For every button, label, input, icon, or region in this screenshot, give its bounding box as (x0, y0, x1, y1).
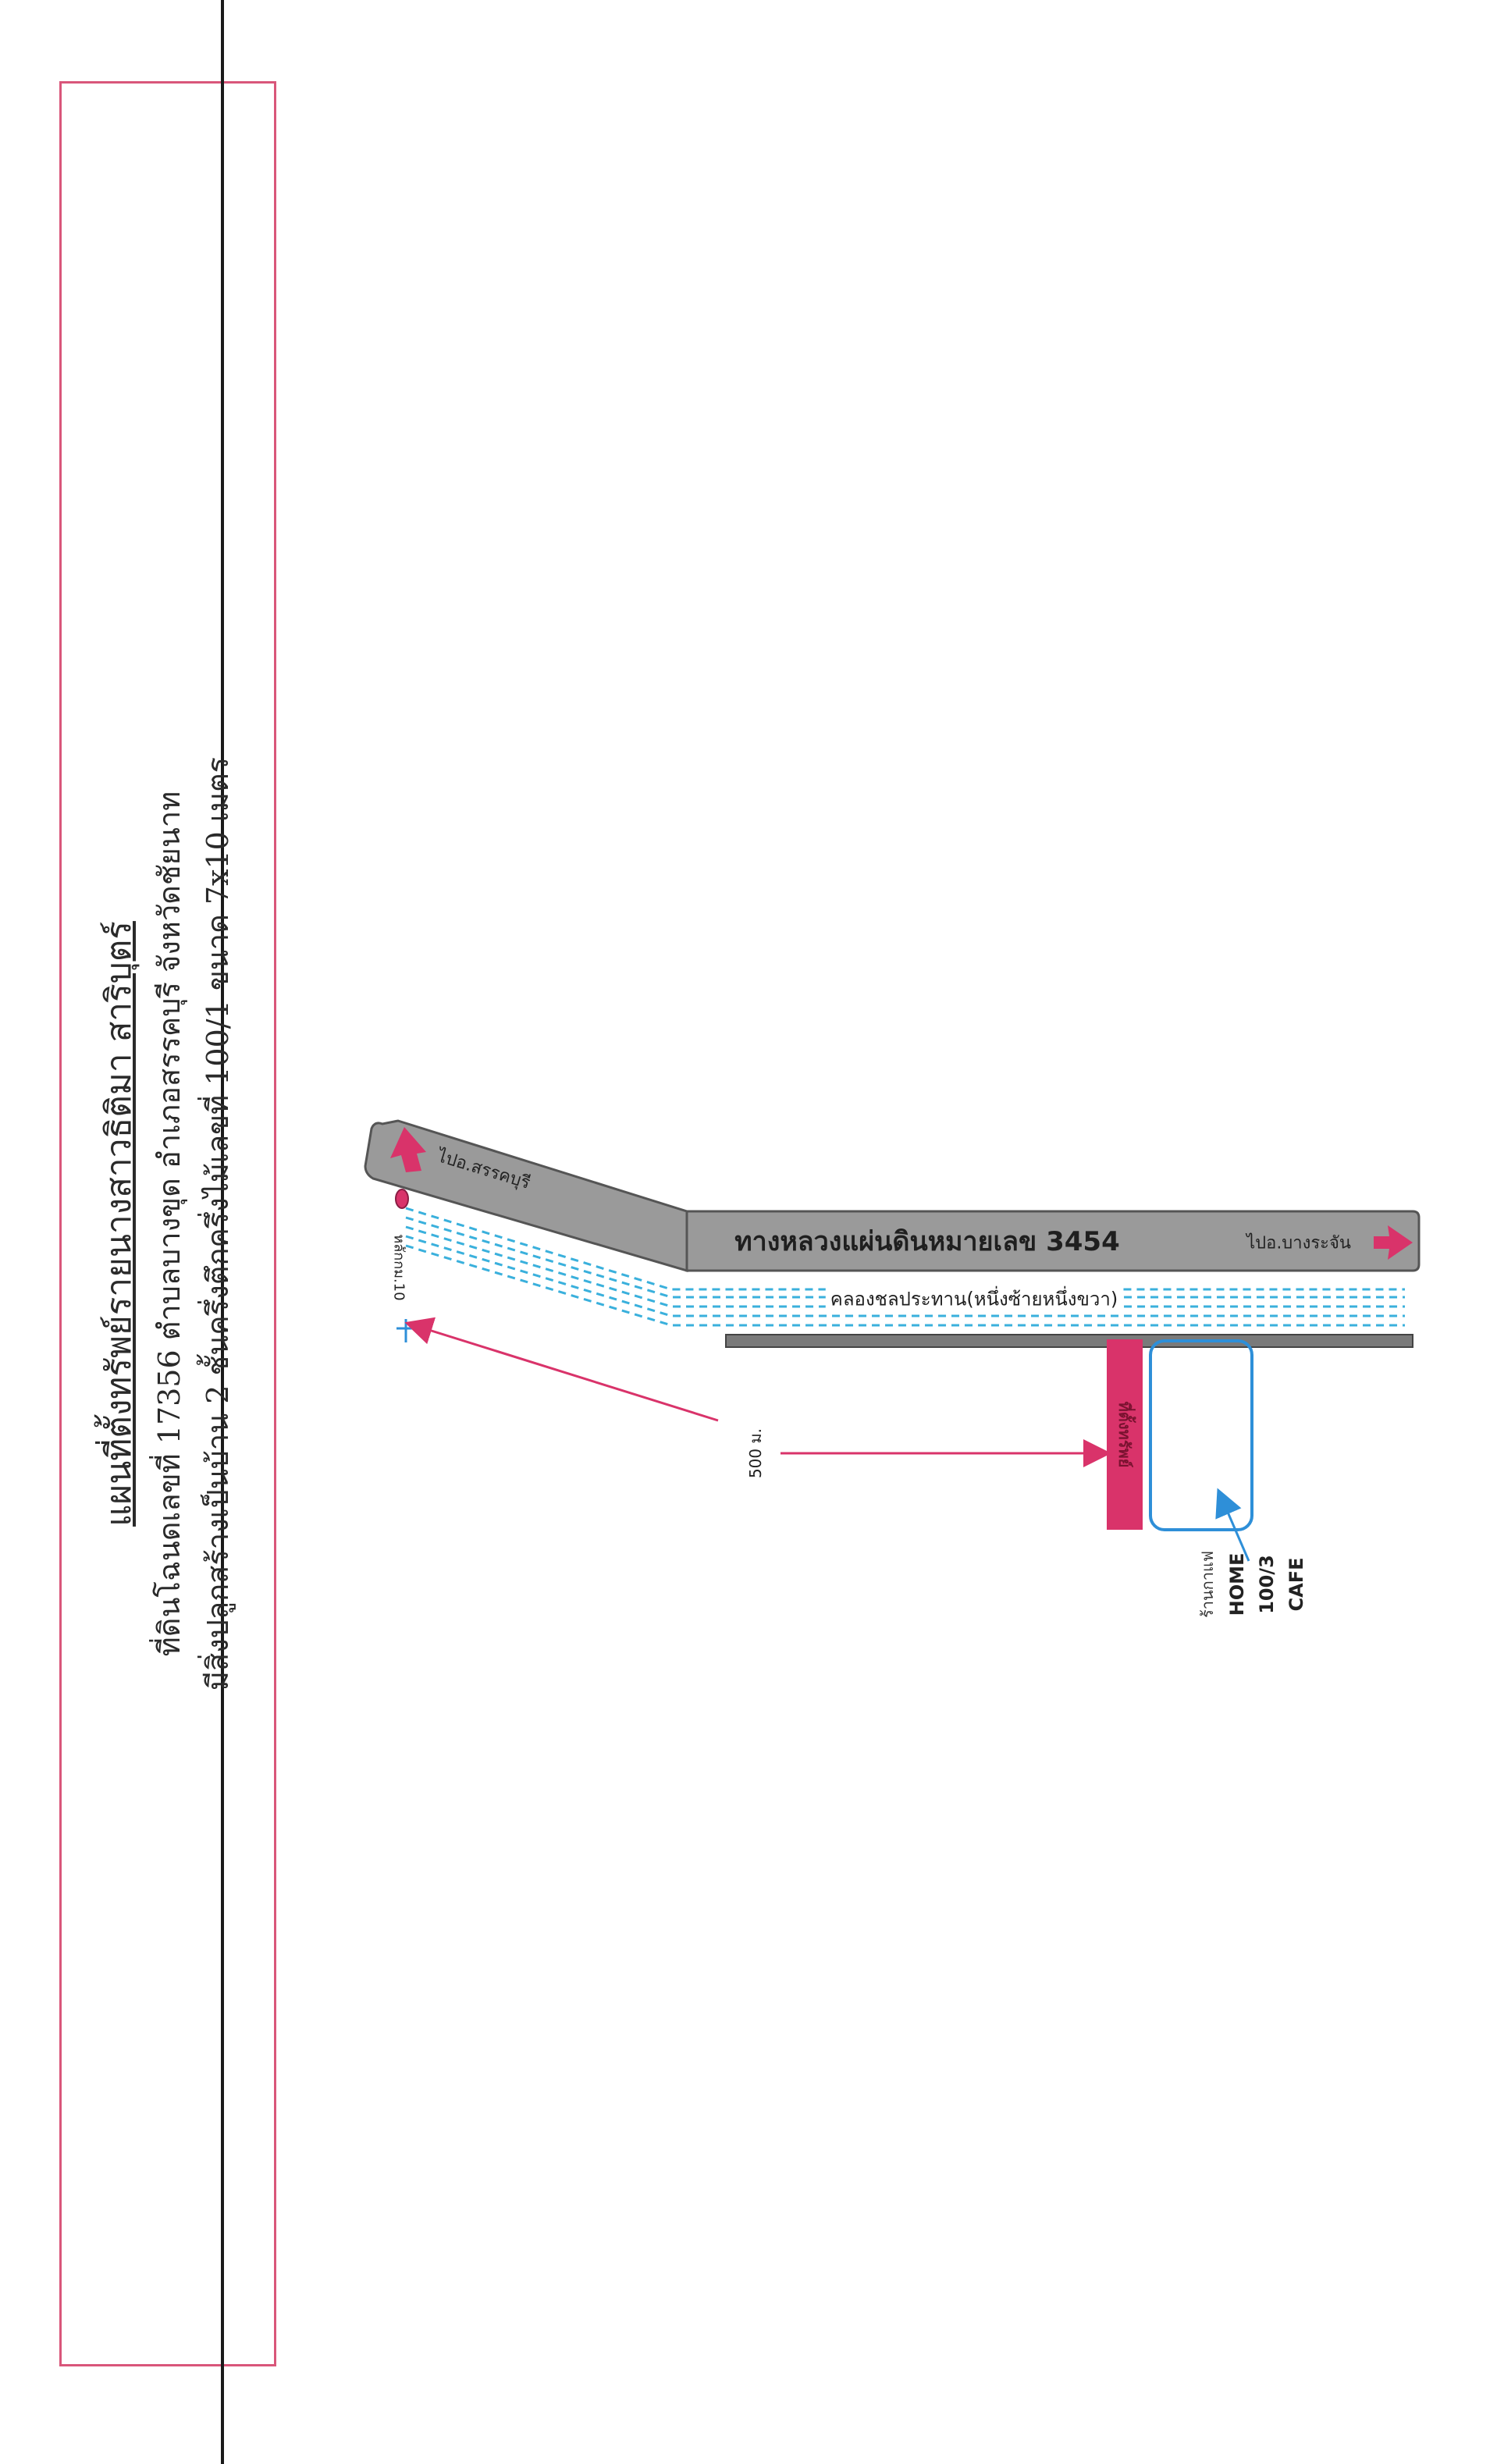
cafe-label-line4: CAFE (1285, 1557, 1307, 1612)
scan-edge-line (221, 0, 224, 2464)
cafe-pointer (1215, 1488, 1250, 1562)
cafe-label-line2: HOME (1226, 1552, 1248, 1616)
cafe-label-line1: ร้านกาแฟ (1198, 1550, 1217, 1619)
property-marker (1107, 1339, 1143, 1530)
property-label: ที่ตั้งทรัพย์ (1115, 1401, 1134, 1468)
highway-bend (364, 1119, 688, 1273)
distance-arrow-upper (404, 1317, 719, 1422)
kilometer-post-label: หลักกม.10 (390, 1234, 407, 1301)
highway-name: ทางหลวงแผ่นดินหมายเลข 3454 (734, 1226, 1120, 1257)
kilometer-post-marker (395, 1189, 409, 1209)
cafe-label: ร้านกาแฟ HOME 100/3 CAFE (1193, 1551, 1311, 1618)
distance-label: 500 ม. (746, 1428, 765, 1479)
title-frame (59, 81, 276, 2366)
highway-3454 (685, 1210, 1421, 1272)
road-edge (725, 1334, 1413, 1348)
direction-arrow-right-icon (1374, 1225, 1413, 1260)
direction-label-right: ไปอ.บางระจัน (1246, 1233, 1351, 1253)
canal-label: คลองชลประทาน(หนึ่งซ้ายหนึ่งขวา) (825, 1283, 1123, 1314)
cafe-label-line3: 100/3 (1256, 1555, 1278, 1614)
direction-arrow-left-icon (390, 1127, 426, 1172)
cafe-outline (1149, 1339, 1253, 1531)
